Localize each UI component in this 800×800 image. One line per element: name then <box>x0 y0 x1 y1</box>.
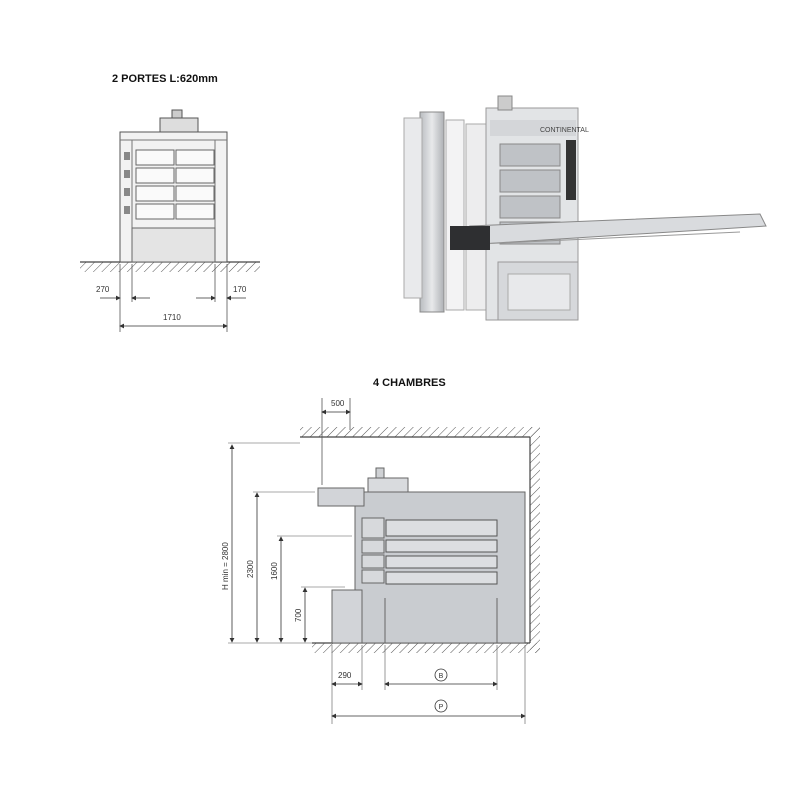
front-view-drawing: 270 170 1710 <box>80 109 260 332</box>
front-doors <box>135 149 215 220</box>
side-ceiling-hatch <box>300 427 540 437</box>
photo-trolley-frame <box>419 111 445 313</box>
dim-height-2300: 2300 <box>246 560 255 578</box>
side-front-step <box>331 589 363 644</box>
side-chamber-1 <box>385 519 498 537</box>
dim-left-clearance: 270 <box>96 285 110 294</box>
photo-deck-1 <box>499 143 561 167</box>
photo-deck-3 <box>499 195 561 219</box>
side-view-title: 4 CHAMBRES <box>373 377 446 389</box>
side-hood <box>317 487 365 507</box>
front-chimney <box>171 109 183 119</box>
dim-front-offset: 290 <box>338 671 352 680</box>
side-chimney <box>375 467 385 479</box>
photo-control-panel <box>566 140 576 200</box>
side-chamber-3 <box>385 555 498 569</box>
dim-height-700: 700 <box>294 608 303 622</box>
side-wall-hatch <box>530 427 540 653</box>
photo-loader-motor <box>450 226 490 250</box>
dim-height-1600: 1600 <box>270 562 279 580</box>
front-base <box>131 227 216 263</box>
dim-depth-p: P <box>439 704 444 711</box>
dim-height-min: H min = 2800 <box>221 542 230 590</box>
side-floor-hatch <box>312 643 540 653</box>
dim-right-clearance: 170 <box>233 285 247 294</box>
oven-photo: CONTINENTAL <box>403 95 767 321</box>
photo-deck-2 <box>499 169 561 193</box>
front-view-title: 2 PORTES L:620mm <box>112 73 218 85</box>
photo-brand-label: CONTINENTAL <box>540 127 589 134</box>
dim-top-clearance: 500 <box>331 399 345 408</box>
front-top-unit <box>159 117 199 133</box>
dim-width: 1710 <box>163 313 181 322</box>
side-chamber-4 <box>385 571 498 585</box>
dim-b-circle <box>434 668 448 682</box>
front-floor-hatch <box>80 262 260 272</box>
dim-depth-b: B <box>439 673 444 680</box>
side-view-drawing: 500 H min = 2800 2300 1600 700 290 B P <box>221 398 540 724</box>
side-chamber-2 <box>385 539 498 553</box>
dim-p-circle <box>434 699 448 713</box>
side-top-unit <box>367 477 409 493</box>
